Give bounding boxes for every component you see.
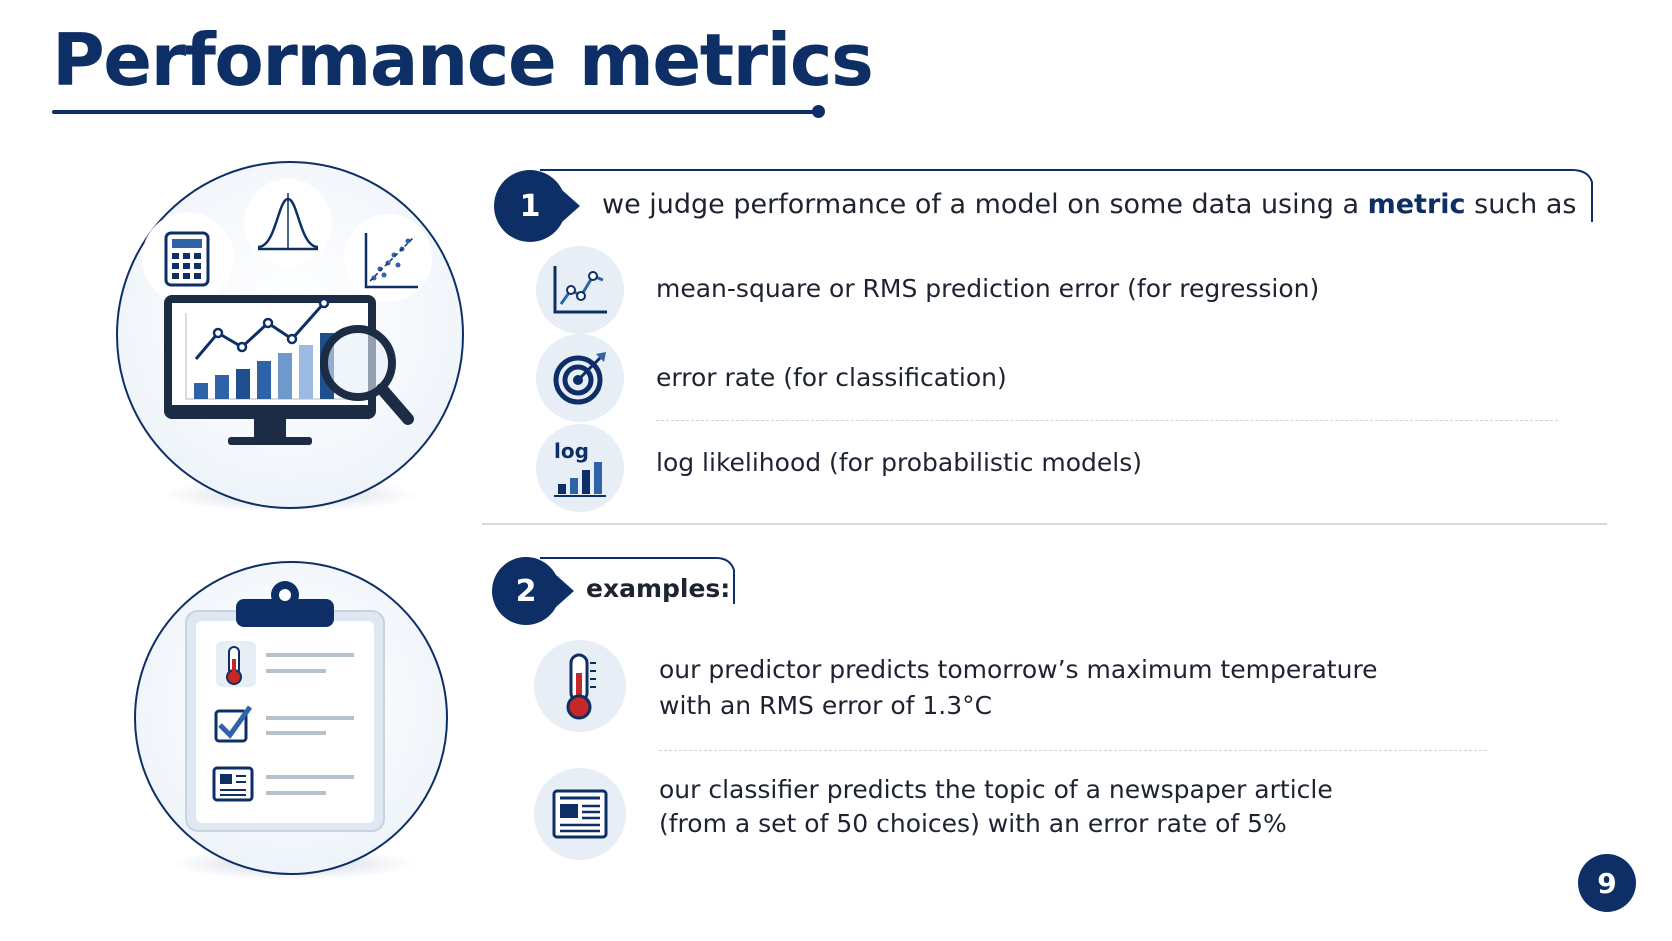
section2-number-badge: 2 bbox=[492, 557, 560, 625]
section1-separator-1 bbox=[656, 420, 1558, 421]
illustration-analytics bbox=[116, 161, 464, 509]
example-item-temperature-line2: with an RMS error of 1.3°C bbox=[659, 691, 993, 720]
section1-number-badge: 1 bbox=[494, 170, 566, 242]
example-item-newspaper: our classifier predicts the topic of a n… bbox=[659, 773, 1333, 841]
page-title: Performance metrics bbox=[52, 18, 874, 102]
section1-header-frame bbox=[540, 169, 1593, 222]
title-underline-dot bbox=[812, 105, 825, 118]
title-underline bbox=[52, 110, 818, 114]
newspaper-icon bbox=[534, 768, 626, 860]
example-item-temperature: our predictor predicts tomorrow’s maximu… bbox=[659, 652, 1378, 724]
page-number-badge: 9 bbox=[1578, 854, 1636, 912]
log-chart-icon-label: log bbox=[554, 439, 589, 463]
metric-item-error-rate: error rate (for classification) bbox=[656, 363, 1007, 392]
section2-separator-1 bbox=[659, 750, 1487, 751]
illustration-clipboard bbox=[134, 561, 448, 875]
log-chart-icon: log bbox=[536, 424, 624, 512]
section-divider bbox=[482, 523, 1607, 525]
example-item-newspaper-line1: our classifier predicts the topic of a n… bbox=[659, 775, 1333, 804]
section1-lead-highlight: metric bbox=[1367, 189, 1466, 220]
metric-item-log-likelihood: log likelihood (for probabilistic models… bbox=[656, 448, 1143, 477]
section2-heading: examples: bbox=[586, 574, 731, 603]
metric-item-rms: mean-square or RMS prediction error (for… bbox=[656, 274, 1320, 303]
section2-header-frame bbox=[540, 557, 735, 604]
section1-lead-after: such as bbox=[1474, 189, 1577, 220]
example-item-newspaper-line2: (from a set of 50 choices) with an error… bbox=[659, 809, 1287, 838]
line-chart-icon bbox=[536, 246, 624, 334]
clipboard-checklist-icon bbox=[185, 581, 385, 832]
section1-lead-text: we judge performance of a model on some … bbox=[602, 189, 1576, 220]
section1-lead-before: we judge performance of a model on some … bbox=[602, 189, 1360, 220]
analytics-monitor-icon bbox=[142, 179, 432, 445]
example-item-temperature-line1: our predictor predicts tomorrow’s maximu… bbox=[659, 655, 1378, 684]
thermometer-icon bbox=[534, 640, 626, 732]
target-icon bbox=[536, 334, 624, 422]
